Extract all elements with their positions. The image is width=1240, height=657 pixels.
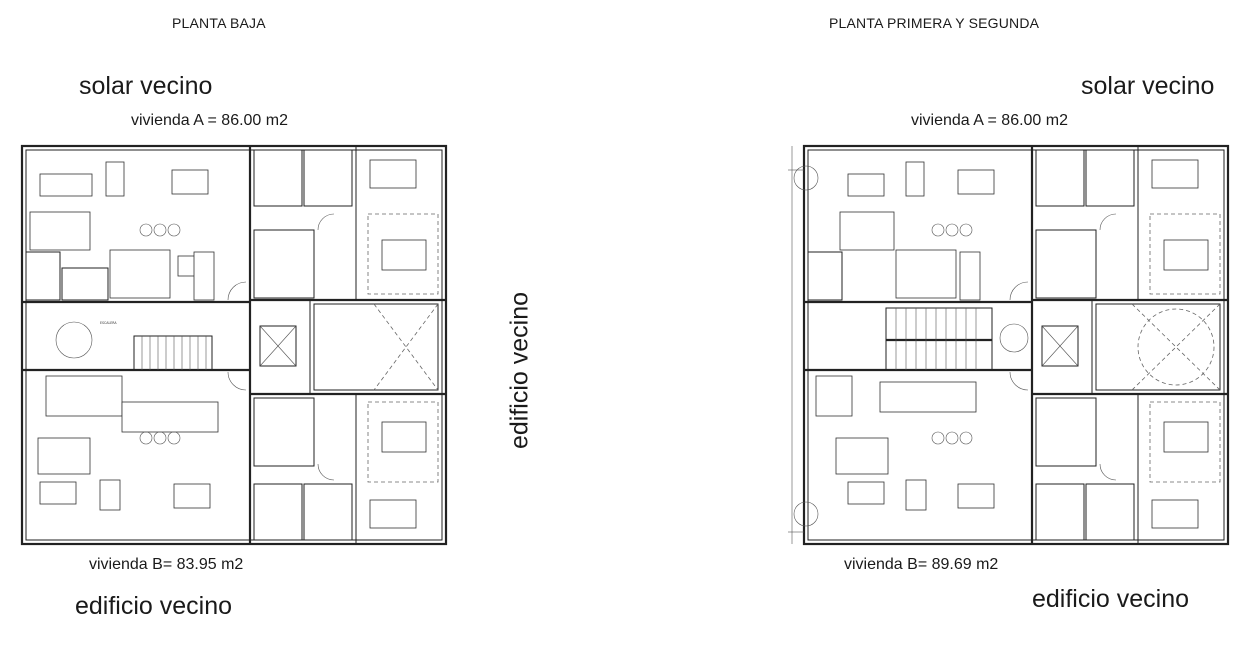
right-top-neighbor-label: solar vecino [1081, 72, 1215, 100]
left-top-neighbor-label: solar vecino [79, 72, 213, 100]
right-unit-b-area: vivienda B= 89.69 m2 [844, 556, 999, 573]
right-bottom-neighbor-label: edificio vecino [1032, 585, 1190, 613]
stair-label: ESCALERA [100, 321, 117, 325]
stair-treads [141, 336, 207, 370]
right-floor-plan [788, 144, 1230, 546]
left-unit-a-area: vivienda A = 86.00 m2 [131, 112, 288, 129]
right-plan-title: PLANTA PRIMERA Y SEGUNDA [829, 15, 1040, 31]
center-neighbor-label: edificio vecino [505, 291, 534, 450]
right-unit-a-area: vivienda A = 86.00 m2 [911, 112, 1068, 129]
stair-treads-right [895, 308, 977, 370]
left-plan-title: PLANTA BAJA [172, 15, 266, 31]
left-bottom-neighbor-label: edificio vecino [75, 592, 233, 620]
left-unit-b-area: vivienda B= 83.95 m2 [89, 556, 244, 573]
left-floor-plan: ESCALERA [20, 144, 448, 546]
